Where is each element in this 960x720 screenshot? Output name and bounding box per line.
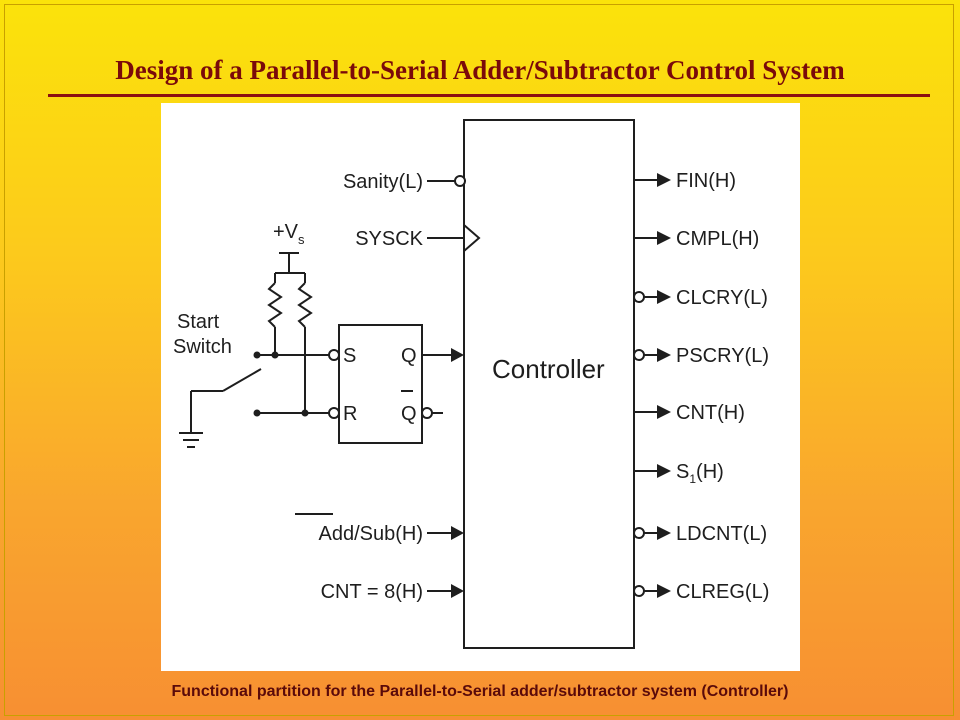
input-label-cnt8: CNT = 8(H) bbox=[321, 581, 423, 603]
arrow-cmpl bbox=[657, 231, 671, 245]
controller-label: Controller bbox=[492, 354, 605, 384]
ldcnt-bubble bbox=[633, 527, 645, 539]
arrow-clcry bbox=[657, 290, 671, 304]
arrow-q bbox=[451, 348, 464, 362]
controller-box bbox=[463, 119, 635, 649]
resistor-right bbox=[297, 282, 313, 328]
ff-qbar-label: Q bbox=[401, 403, 417, 425]
slide-title: Design of a Parallel-to-Serial Adder/Sub… bbox=[115, 55, 845, 85]
ff-s-label: S bbox=[343, 345, 356, 367]
switch-blade bbox=[222, 368, 262, 392]
ff-q-label: Q bbox=[401, 345, 417, 367]
junction-left bbox=[271, 351, 279, 359]
arrow-pscry bbox=[657, 348, 671, 362]
figure-caption: Functional partition for the Parallel-to… bbox=[171, 683, 789, 700]
input-label-addsub: Add/Sub(H) bbox=[319, 523, 424, 545]
s-bubble bbox=[328, 349, 340, 361]
output-label-pscry: PSCRY(L) bbox=[676, 345, 769, 367]
switch-label: Switch bbox=[173, 336, 232, 358]
output-label-clcry: CLCRY(L) bbox=[676, 287, 768, 309]
output-label-clreg: CLREG(L) bbox=[676, 581, 769, 603]
output-label-ldcnt: LDCNT(L) bbox=[676, 523, 767, 545]
controller-diagram: Controller +Vs Start Switch S Q R Q Sani… bbox=[161, 103, 800, 671]
input-label-sysck: SYSCK bbox=[355, 228, 423, 250]
arrow-cnt8 bbox=[451, 584, 464, 598]
junction-right bbox=[301, 409, 309, 417]
sr-flipflop-box bbox=[338, 324, 423, 444]
clcry-bubble bbox=[633, 291, 645, 303]
output-label-s1: S1(H) bbox=[676, 461, 724, 486]
output-label-fin: FIN(H) bbox=[676, 170, 736, 192]
arrow-cnt bbox=[657, 405, 671, 419]
arrow-s1 bbox=[657, 464, 671, 478]
arrow-addsub bbox=[451, 526, 464, 540]
switch-contact-top bbox=[253, 351, 261, 359]
start-label: Start bbox=[177, 311, 220, 333]
input-label-sanity: Sanity(L) bbox=[343, 171, 423, 193]
r-bubble bbox=[328, 407, 340, 419]
switch-contact-bottom bbox=[253, 409, 261, 417]
arrow-clreg bbox=[657, 584, 671, 598]
sanity-bubble bbox=[454, 175, 466, 187]
arrow-ldcnt bbox=[657, 526, 671, 540]
clock-triangle bbox=[463, 224, 481, 252]
title-underline bbox=[48, 94, 930, 97]
ff-r-label: R bbox=[343, 403, 357, 425]
qbar-bubble bbox=[421, 407, 433, 419]
slide-border bbox=[4, 4, 954, 716]
output-label-cnt: CNT(H) bbox=[676, 402, 745, 424]
supply-label: +Vs bbox=[273, 221, 305, 247]
clreg-bubble bbox=[633, 585, 645, 597]
output-label-cmpl: CMPL(H) bbox=[676, 228, 759, 250]
pscry-bubble bbox=[633, 349, 645, 361]
resistor-left bbox=[267, 282, 283, 328]
arrow-fin bbox=[657, 173, 671, 187]
